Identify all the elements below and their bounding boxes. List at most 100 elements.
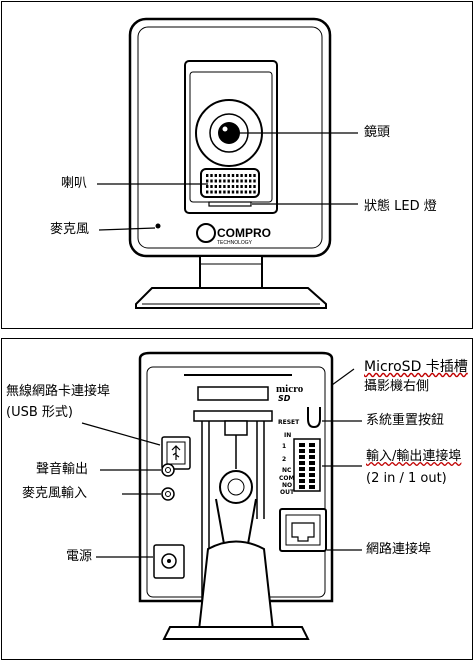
speaker-label: 喇叭 xyxy=(61,176,88,191)
grille-hole xyxy=(231,174,235,177)
speaker-grille-dots xyxy=(206,174,256,194)
io-in-text: IN xyxy=(284,432,292,439)
back-view-panel: micro SD RESET IN 1 2 NC COM NO OUT Micr… xyxy=(1,338,473,660)
logo-tagline: TECHNOLOGY xyxy=(217,240,253,246)
lens-glass xyxy=(218,122,240,144)
microsd-slot xyxy=(197,386,269,401)
usb-leader xyxy=(81,422,161,446)
grille-hole xyxy=(223,174,226,177)
grille-hole xyxy=(231,190,235,194)
microsd-slot-label: MicroSD 卡插槽 xyxy=(364,359,468,375)
grille-hole xyxy=(231,185,235,188)
reset-button-label: 系統重置按鈕 xyxy=(366,413,445,428)
network-port-label: 網路連接埠 xyxy=(366,542,432,557)
power-label: 電源 xyxy=(66,549,93,564)
io-pin xyxy=(299,461,305,465)
grille-hole xyxy=(223,185,226,188)
grille-hole xyxy=(206,185,209,188)
network-port xyxy=(279,508,327,552)
status-led-label: 狀態 LED 燈 xyxy=(364,199,437,214)
grille-hole xyxy=(244,190,248,194)
io-pin xyxy=(309,473,315,477)
io-pin xyxy=(299,473,305,477)
grille-hole xyxy=(244,174,248,177)
grille-hole xyxy=(214,190,217,194)
grille-hole xyxy=(214,185,217,188)
io-pin xyxy=(309,461,315,465)
microphone-hole xyxy=(155,223,161,229)
grille-hole xyxy=(210,179,213,183)
hinge-ball xyxy=(219,470,253,504)
wifi-port-label-line2: (USB 形式) xyxy=(6,405,73,420)
io-terminal-pins xyxy=(299,443,315,489)
mic-in-label: 麥克風輸入 xyxy=(22,486,88,501)
pedestal xyxy=(196,540,276,640)
grille-hole xyxy=(206,174,209,177)
grille-hole xyxy=(249,190,252,194)
reset-text: RESET xyxy=(278,419,300,426)
grille-hole xyxy=(227,174,230,177)
io-2-text: 2 xyxy=(282,456,287,463)
grille-hole xyxy=(253,185,256,188)
stand-foot xyxy=(162,626,310,640)
io-pin xyxy=(309,467,315,471)
io-pin xyxy=(299,455,305,459)
neck xyxy=(215,498,257,545)
grille-hole xyxy=(206,190,209,194)
grille-hole xyxy=(223,179,226,183)
grille-hole xyxy=(218,174,222,177)
stand-base xyxy=(135,287,327,309)
audio-out-jack xyxy=(161,463,175,477)
io-pin xyxy=(309,455,315,459)
reset-button xyxy=(307,407,321,429)
grille-hole xyxy=(227,190,230,194)
wifi-port-label: 無線網路卡連接埠 xyxy=(6,384,111,399)
grille-hole xyxy=(227,185,230,188)
microsd-logo-micro: micro xyxy=(276,383,304,395)
grille-hole xyxy=(210,185,213,188)
grille-hole xyxy=(231,179,235,183)
io-pin xyxy=(299,467,305,471)
usb-icon xyxy=(171,445,181,460)
grille-hole xyxy=(236,190,239,194)
grille-hole xyxy=(249,179,252,183)
microsd-slot-label-line2: 攝影機右側 xyxy=(364,379,430,394)
grille-hole xyxy=(210,190,213,194)
io-port-label-line2: (2 in / 1 out) xyxy=(366,471,447,486)
front-view-panel: COMPRO TECHNOLOGY 鏡頭 喇叭 狀態 LED 燈 麥克風 xyxy=(1,1,473,329)
grille-hole xyxy=(214,179,217,183)
io-com-text: COM xyxy=(279,475,295,482)
io-out-text: OUT xyxy=(280,489,295,496)
io-1-text: 1 xyxy=(282,443,287,450)
grille-hole xyxy=(244,185,248,188)
grille-hole xyxy=(218,185,222,188)
io-nc-text: NC xyxy=(282,467,292,474)
camera-back-drawing xyxy=(81,351,362,640)
grille-hole xyxy=(253,179,256,183)
grille-hole xyxy=(240,179,243,183)
io-pin xyxy=(299,479,305,483)
io-pin xyxy=(299,443,305,447)
grille-hole xyxy=(218,179,222,183)
audio-out-label: 聲音輸出 xyxy=(36,462,89,477)
lens-label: 鏡頭 xyxy=(364,125,391,140)
microsd-logo-sd: SD xyxy=(278,394,291,403)
io-terminal xyxy=(293,438,321,492)
stand-neck xyxy=(199,255,263,289)
logo-circle-icon xyxy=(196,223,216,243)
io-pin xyxy=(299,485,305,489)
io-pin xyxy=(299,449,305,453)
microphone-label: 麥克風 xyxy=(50,222,90,237)
grille-hole xyxy=(223,190,226,194)
grille-hole xyxy=(249,174,252,177)
mic-leader xyxy=(98,227,156,231)
camera-bezel xyxy=(137,26,323,249)
microsd-leader xyxy=(331,368,355,386)
grille-hole xyxy=(240,185,243,188)
grille-hole xyxy=(249,185,252,188)
grille-hole xyxy=(218,190,222,194)
io-pin xyxy=(309,443,315,447)
grille-hole xyxy=(236,185,239,188)
io-pin xyxy=(309,449,315,453)
cradle-frame xyxy=(193,410,273,422)
